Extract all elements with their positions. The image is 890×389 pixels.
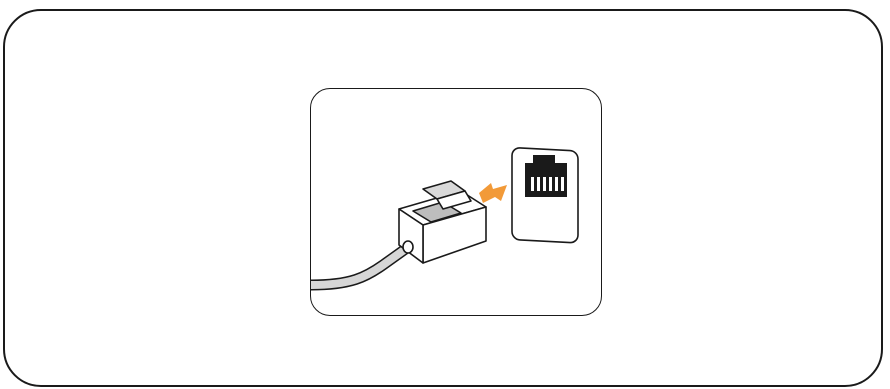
rj45-plug-icon bbox=[399, 181, 486, 263]
ethernet-cable bbox=[311, 245, 411, 285]
arrow-right-icon bbox=[479, 183, 507, 203]
illustration-frame bbox=[310, 88, 602, 316]
ethernet-port-icon bbox=[512, 148, 578, 243]
ethernet-illustration bbox=[311, 89, 602, 316]
